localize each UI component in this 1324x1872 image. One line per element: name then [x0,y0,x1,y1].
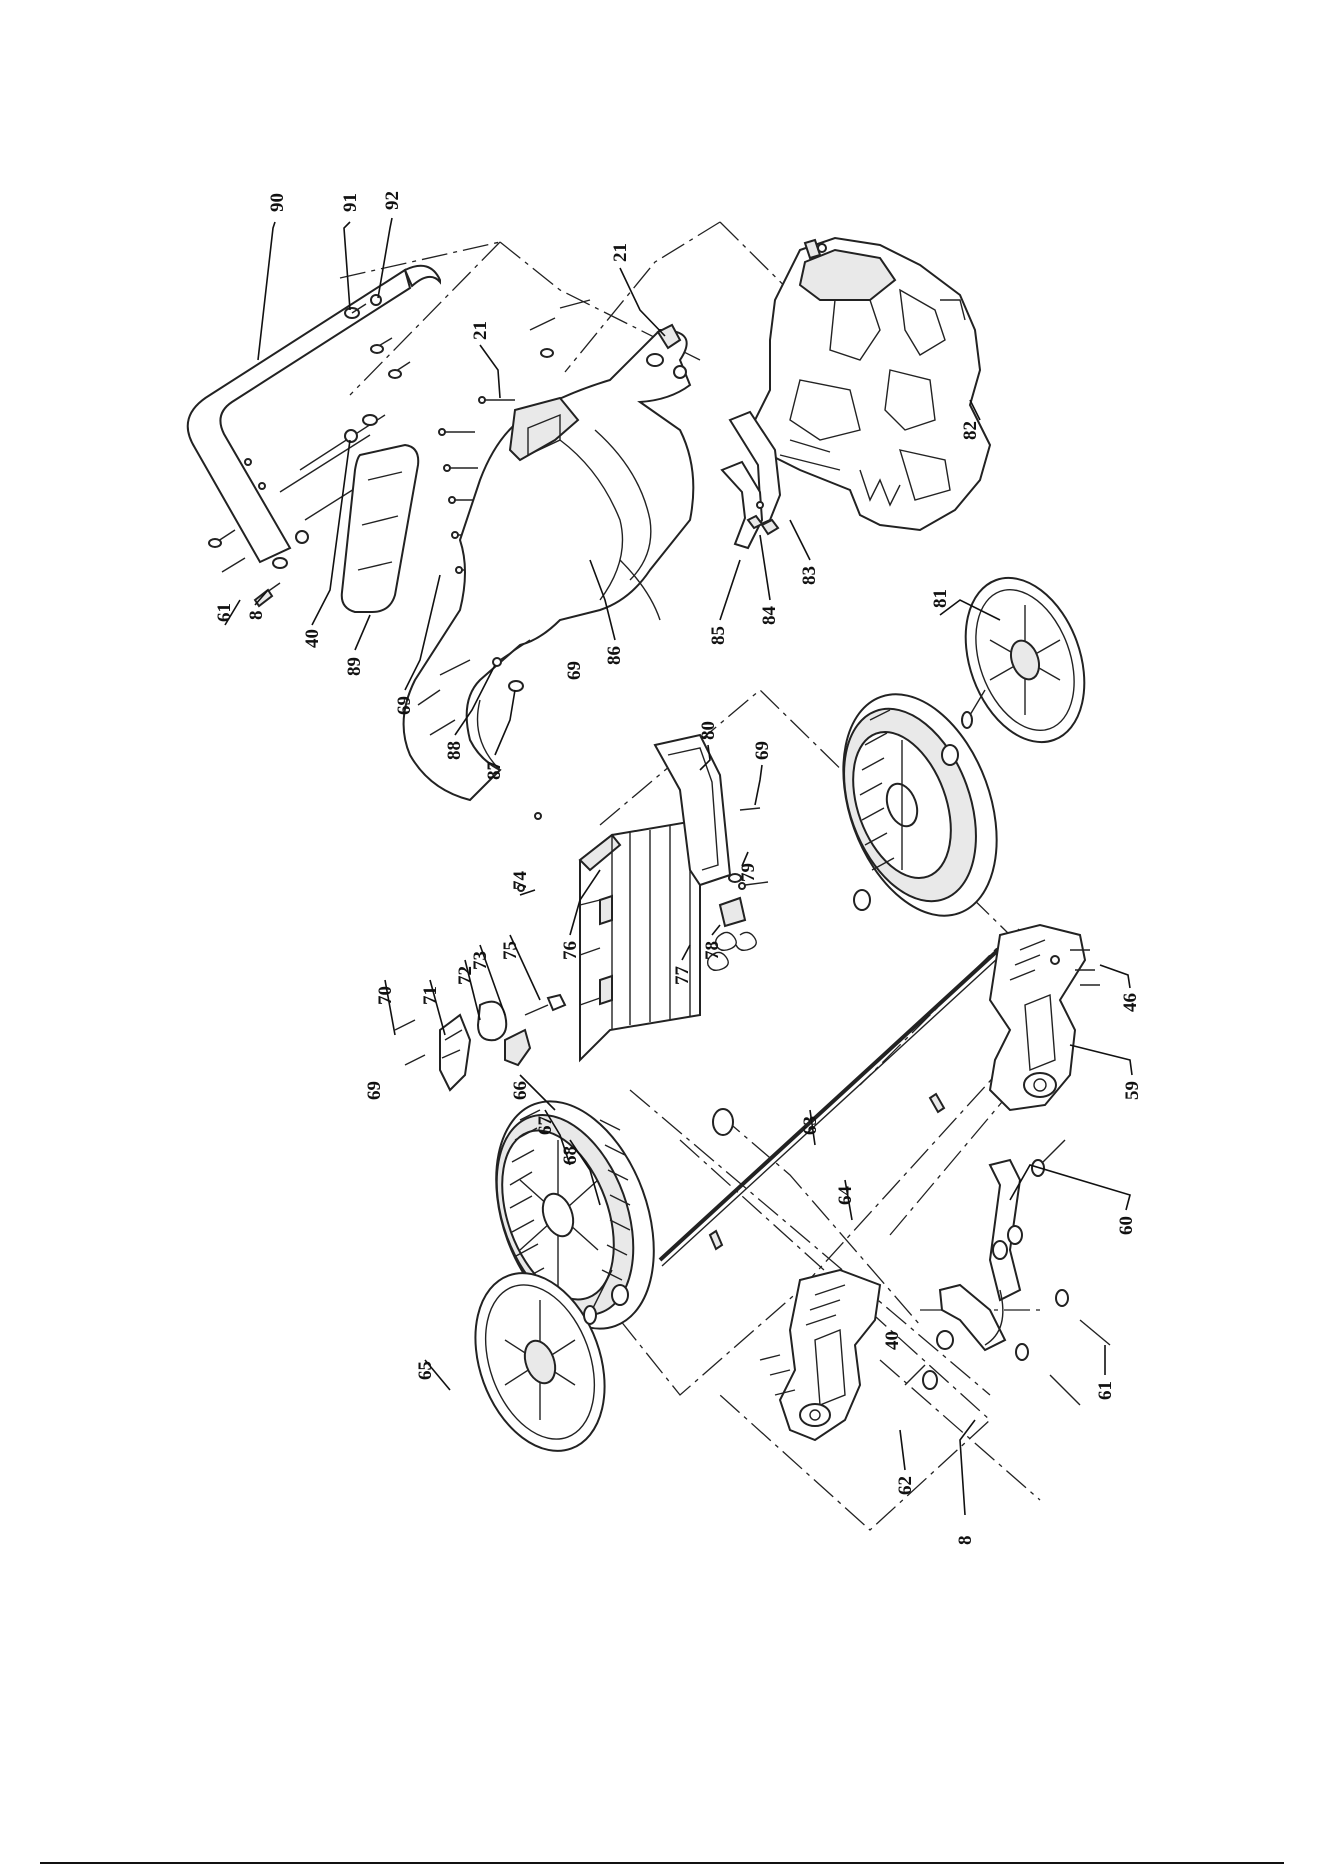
callout-60: 60 [1116,1216,1137,1235]
cover-plate [342,445,418,612]
lever-assembly [395,995,565,1090]
callout-61: 61 [214,603,235,622]
callout-68: 68 [560,1146,581,1165]
callout-81: 81 [930,589,951,608]
callout-85: 85 [708,626,729,645]
callout-66: 66 [510,1081,531,1100]
bottom-rule [40,1862,1284,1864]
callout-78: 78 [702,941,723,960]
grass-box [580,820,700,1060]
callout-77: 77 [672,966,693,986]
right-side-plate [990,925,1100,1110]
callout-46: 46 [1120,993,1141,1012]
left-side-plate [760,1270,880,1440]
callout-88: 88 [444,741,465,760]
callout-65: 65 [415,1361,436,1380]
callout-8: 8 [955,1536,976,1546]
right-wheel-assembly [815,561,1106,937]
callout-69: 69 [364,1081,385,1100]
callout-21: 21 [610,243,631,262]
callout-92: 92 [382,191,403,210]
callout-84: 84 [759,606,780,626]
callout-67: 67 [535,1116,556,1136]
callout-59: 59 [1122,1081,1143,1100]
callout-86: 86 [604,646,625,665]
callout-69: 69 [564,661,585,680]
rear-housing [755,238,990,530]
lower-handle-bar [940,1160,1020,1350]
callout-80: 80 [698,721,719,740]
callout-87: 87 [484,761,505,781]
callout-21: 21 [470,321,491,340]
callout-79: 79 [738,863,759,882]
callout-70: 70 [375,986,396,1005]
callout-8: 8 [246,611,267,621]
callout-83: 83 [799,566,820,585]
callout-76: 76 [560,941,581,960]
callout-40: 40 [302,629,323,648]
callout-82: 82 [960,421,981,440]
callout-74: 74 [510,871,531,891]
callout-64: 64 [835,1186,856,1206]
callout-63: 63 [800,1116,821,1135]
callout-40: 40 [882,1331,903,1350]
callout-62: 62 [895,1476,916,1495]
callout-91: 91 [340,193,361,212]
callout-69: 69 [394,696,415,715]
callout-89: 89 [344,657,365,676]
callout-71: 71 [420,986,441,1005]
callout-75: 75 [500,941,521,960]
callout-90: 90 [267,193,288,212]
left-wheel-assembly [452,1079,733,1468]
mower-deck [404,325,694,800]
callout-72: 72 [455,966,476,985]
axle-shaft [660,930,1022,1266]
callout-69: 69 [752,741,773,760]
callout-61: 61 [1095,1381,1116,1400]
